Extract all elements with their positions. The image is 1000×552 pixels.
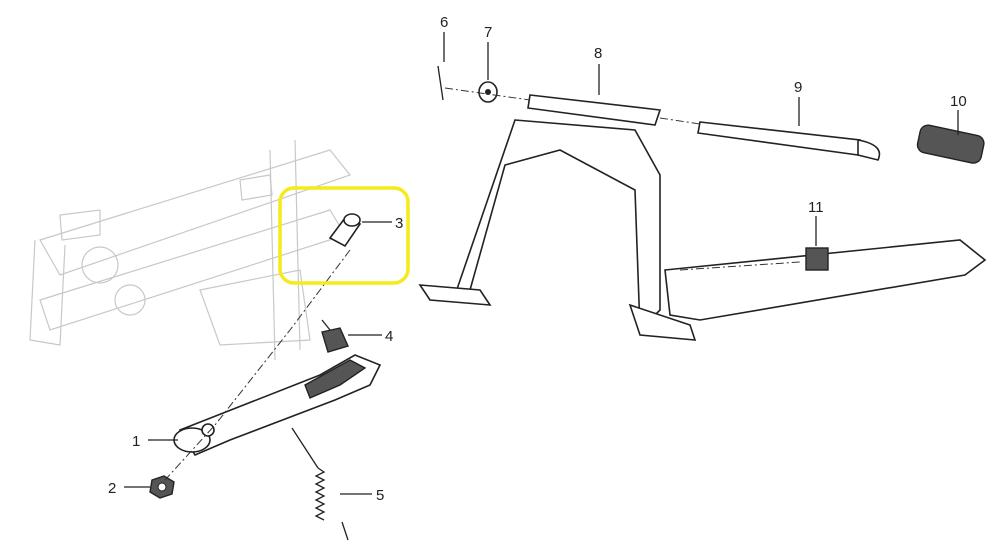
part-5-spring[interactable]	[291, 427, 349, 541]
part-1-side-stand[interactable]	[173, 354, 382, 457]
callout-3: 3	[362, 215, 403, 232]
svg-text:6: 6	[440, 14, 448, 31]
part-6-cotter-pin[interactable]	[437, 65, 444, 101]
callout-5: 5	[340, 487, 384, 504]
callout-10: 10	[950, 93, 967, 135]
part-8-center-stand[interactable]	[418, 94, 987, 341]
svg-text:2: 2	[108, 480, 116, 497]
svg-text:8: 8	[594, 45, 602, 62]
svg-text:4: 4	[385, 328, 393, 345]
part-4-knob-bolt[interactable]	[321, 319, 349, 353]
svg-text:10: 10	[950, 93, 967, 110]
highlight-box-part-3	[278, 186, 410, 285]
callout-4: 4	[348, 328, 393, 345]
svg-text:11: 11	[808, 199, 824, 216]
svg-text:9: 9	[794, 79, 802, 96]
callout-2: 2	[108, 480, 150, 497]
svg-text:1: 1	[132, 433, 140, 450]
callout-1: 1	[132, 433, 178, 450]
callout-11: 11	[808, 199, 824, 246]
callout-8: 8	[594, 45, 602, 95]
svg-text:7: 7	[484, 24, 492, 41]
part-7-washer[interactable]	[478, 81, 498, 103]
callout-9: 9	[794, 79, 802, 126]
part-2-nut[interactable]	[149, 475, 175, 499]
svg-text:5: 5	[376, 487, 384, 504]
svg-text:3: 3	[395, 215, 403, 232]
callout-6: 6	[440, 14, 448, 62]
part-9-pivot-shaft[interactable]	[697, 121, 881, 161]
part-3-bolt[interactable]	[328, 213, 362, 248]
part-11-stopper[interactable]	[805, 247, 829, 271]
part-10-spring[interactable]	[916, 124, 985, 165]
callout-7: 7	[484, 24, 492, 80]
frame-ghost-illustration	[29, 139, 352, 361]
